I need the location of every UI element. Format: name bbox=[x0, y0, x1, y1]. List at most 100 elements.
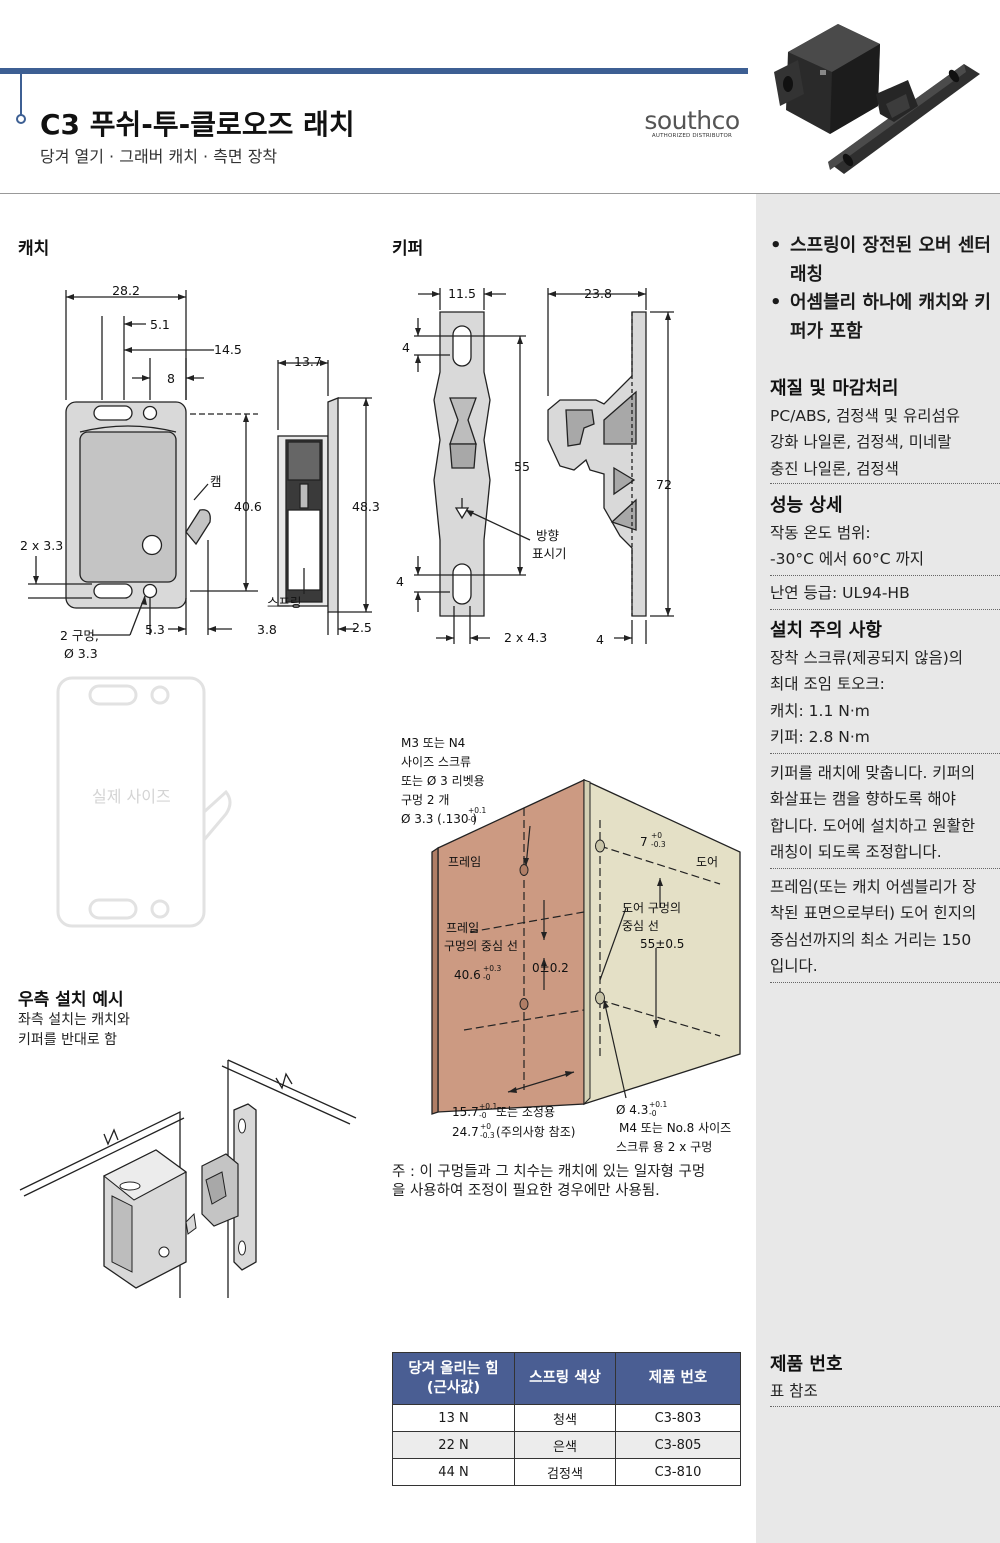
bullet-icon: • bbox=[770, 292, 782, 313]
install-align-line: 래칭이 되도록 조정합니다. bbox=[770, 843, 942, 861]
tolerance-lower: -0 bbox=[483, 973, 491, 982]
actual-size-outline bbox=[56, 676, 232, 928]
tolerance-lower: -0 bbox=[468, 815, 476, 824]
part-number-heading: 제품 번호 bbox=[770, 1354, 843, 1375]
dotted-divider bbox=[770, 609, 1000, 610]
dim-adjust-b-text: (주의사항 참조) bbox=[496, 1125, 575, 1139]
dim-frame-spacing: 40.6 bbox=[454, 968, 481, 982]
install-align-line: 키퍼를 래치에 맞춥니다. 키퍼의 bbox=[770, 764, 976, 782]
table-row: 22 N 은색 C3-805 bbox=[392, 1431, 741, 1459]
install-torque-line: 최대 조임 토오크: bbox=[770, 675, 885, 693]
dim-catch-cam: 3.8 bbox=[257, 622, 277, 637]
tolerance-lower: -0.3 bbox=[651, 840, 666, 849]
table-row: 13 N 청색 C3-803 bbox=[392, 1404, 741, 1432]
door-screw-label: M4 또는 No.8 사이즈 bbox=[619, 1121, 731, 1135]
install-torque-line: 장착 스크류(제공되지 않음)의 bbox=[770, 649, 964, 667]
header-accent-bar bbox=[0, 68, 748, 74]
mount-example-line: 좌측 설치는 캐치와 bbox=[18, 1012, 130, 1028]
table-header-spring: 스프링 색상 bbox=[514, 1352, 616, 1405]
mount-example-title: 우측 설치 예시 bbox=[18, 990, 124, 1010]
dim-catch-holes: 2 x 3.3 bbox=[20, 538, 63, 553]
door-centerline-label: 중심 선 bbox=[622, 919, 659, 933]
header-accent-line bbox=[20, 74, 22, 118]
keeper-drawing: 11.5 23.8 4 55 72 방향 표시기 4 2 x 4.3 4 bbox=[396, 286, 674, 647]
dim-door-hole: Ø 4.3 bbox=[616, 1103, 648, 1117]
cell-force: 44 N bbox=[392, 1458, 515, 1486]
screw-spec-line: 사이즈 스크류 bbox=[401, 755, 471, 769]
dim-door-spacing: 55±0.5 bbox=[640, 937, 684, 951]
cell-spring-color: 은색 bbox=[514, 1431, 616, 1459]
feature-item: • 어셈블리 하나에 캐치와 키퍼가 포함 bbox=[770, 288, 1000, 346]
dim-keeper-flange: 4 bbox=[596, 632, 604, 647]
screw-spec-line: 또는 Ø 3 리벳용 bbox=[401, 774, 485, 788]
part-number-table: 당겨 올리는 힘 (근사값) 스프링 색상 제품 번호 13 N 청색 C3-8… bbox=[392, 1352, 741, 1486]
door-label: 도어 bbox=[696, 855, 718, 869]
mount-example-line: 키퍼를 반대로 함 bbox=[18, 1032, 118, 1048]
dotted-divider bbox=[770, 483, 1000, 484]
dotted-divider bbox=[770, 868, 1000, 869]
dim-adjust-a: 15.7 bbox=[452, 1105, 479, 1119]
dim-keeper-slot-top: 4 bbox=[402, 340, 410, 355]
install-distance-line: 착된 표면으로부터) 도어 힌지의 bbox=[770, 904, 977, 922]
cam-label: 캠 bbox=[210, 474, 222, 489]
catch-drawing: 28.2 5.1 14.5 8 13.7 캠 40.6 48.3 2 x 3.3… bbox=[20, 283, 380, 661]
dim-keeper-height: 72 bbox=[656, 477, 672, 492]
dotted-divider bbox=[770, 982, 1000, 983]
dim-adjust-a-text: 또는 조정용 bbox=[496, 1105, 555, 1119]
header-accent-dot bbox=[16, 114, 26, 124]
cell-force: 13 N bbox=[392, 1404, 515, 1432]
install-heading: 설치 주의 사항 bbox=[770, 620, 882, 641]
flammability-rating: 난연 등급: UL94-HB bbox=[770, 584, 910, 602]
logo-tagline: AUTHORIZED DISTRIBUTOR bbox=[651, 133, 733, 139]
bullet-icon: • bbox=[770, 235, 782, 256]
install-align-line: 합니다. 도어에 설치하고 원활한 bbox=[770, 817, 976, 835]
page-title: C3 푸쉬-투-클로오즈 래치 bbox=[40, 108, 355, 141]
install-align-line: 화살표는 캠을 향하도록 해야 bbox=[770, 790, 956, 808]
product-photo bbox=[774, 24, 980, 174]
frame-centerline-label: 구멍의 중심 선 bbox=[444, 939, 518, 953]
table-row: 44 N 검정색 C3-810 bbox=[392, 1458, 741, 1486]
header-divider bbox=[0, 193, 1000, 194]
actual-size-label: 실제 사이즈 bbox=[92, 787, 171, 806]
mount-example-drawing bbox=[19, 1059, 357, 1298]
table-header-force: 당겨 올리는 힘 (근사값) bbox=[392, 1352, 515, 1405]
screw-spec-line: M3 또는 N4 bbox=[401, 736, 465, 750]
material-line: 충진 나일론, 검정색 bbox=[770, 460, 899, 478]
dim-keeper-width: 11.5 bbox=[448, 286, 476, 301]
install-torque-line: 캐치: 1.1 N·m bbox=[770, 702, 870, 720]
arrow-indicator-label: 방향 bbox=[536, 528, 560, 543]
screw-spec-line: 구멍 2 개 bbox=[401, 793, 449, 807]
dim-keeper-depth: 23.8 bbox=[584, 286, 612, 301]
cell-part-number: C3-805 bbox=[615, 1431, 741, 1459]
material-line: 강화 나일론, 검정색, 미네랄 bbox=[770, 433, 952, 451]
dim-catch-edge: 5.3 bbox=[145, 622, 165, 637]
feature-text: 스프링이 장전된 오버 센터 래칭 bbox=[790, 235, 991, 285]
arrow-indicator-label: 표시기 bbox=[532, 546, 567, 561]
dim-keeper-spacing: 55 bbox=[514, 459, 530, 474]
note-line: 주 : 이 구멍들과 그 치수는 캐치에 있는 일자형 구멍 bbox=[392, 1164, 706, 1180]
logo-wordmark: southco bbox=[644, 106, 740, 135]
cell-part-number: C3-803 bbox=[615, 1404, 741, 1432]
material-line: PC/ABS, 검정색 및 유리섬유 bbox=[770, 407, 960, 425]
keeper-label: 키퍼 bbox=[392, 239, 424, 259]
tolerance-upper: +0.1 bbox=[468, 806, 486, 815]
tolerance-lower: -0.3 bbox=[480, 1131, 495, 1140]
install-distance-line: 입니다. bbox=[770, 957, 818, 975]
performance-line: -30°C 에서 60°C 까지 bbox=[770, 550, 925, 568]
hole-count-label: 2 구멍, bbox=[60, 628, 99, 643]
install-torque-line: 키퍼: 2.8 N·m bbox=[770, 728, 870, 746]
screw-spec-line: Ø 3.3 (.130 ) bbox=[401, 812, 477, 826]
catch-label: 캐치 bbox=[18, 239, 50, 259]
note-line: 을 사용하여 조정이 필요한 경우에만 사용됨. bbox=[392, 1183, 660, 1199]
dim-catch-depth: 13.7 bbox=[294, 354, 322, 369]
door-screw-label: 스크류 용 2 x 구멍 bbox=[616, 1140, 712, 1154]
tolerance-lower: -0 bbox=[649, 1109, 657, 1118]
dim-keeper-slot-bottom: 4 bbox=[396, 574, 404, 589]
cell-force: 22 N bbox=[392, 1431, 515, 1459]
dim-catch-slot: 5.1 bbox=[150, 317, 170, 332]
performance-heading: 성능 상세 bbox=[770, 495, 843, 516]
table-header-force-text: 당겨 올리는 힘 (근사값) bbox=[408, 1360, 499, 1396]
table-header-part: 제품 번호 bbox=[615, 1352, 741, 1405]
install-distance-line: 중심선까지의 최소 거리는 150 bbox=[770, 931, 972, 949]
hole-diameter-label: Ø 3.3 bbox=[64, 646, 98, 661]
